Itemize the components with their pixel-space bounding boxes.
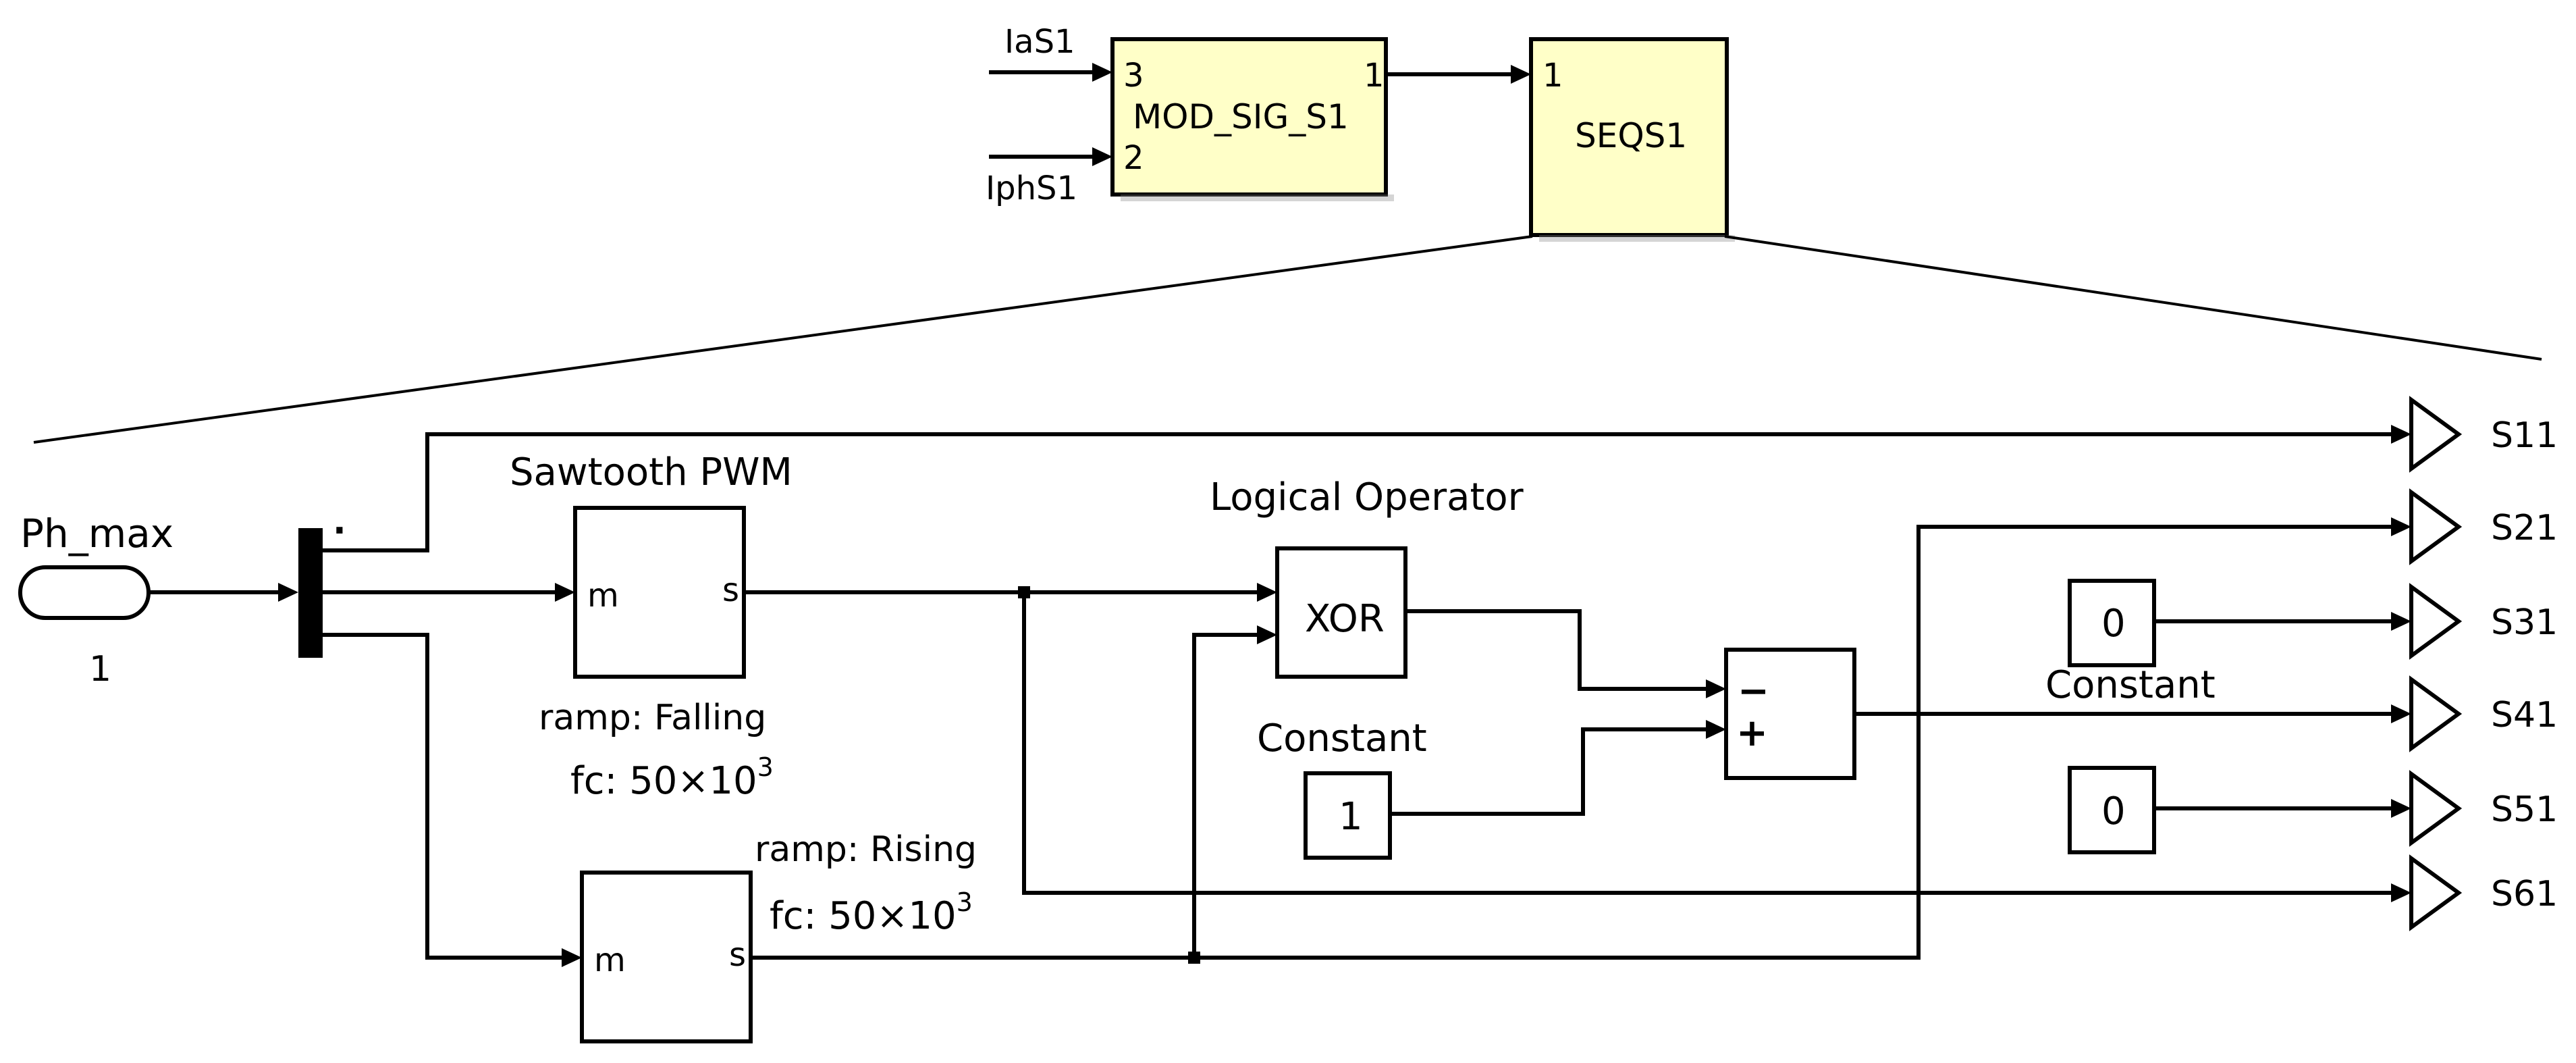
arrow-s51 bbox=[2391, 799, 2411, 818]
seqs1-shadow bbox=[1539, 235, 1735, 242]
wire-saw-bottom-to-xor bbox=[1192, 633, 1262, 958]
arrow-s11 bbox=[2391, 425, 2411, 444]
arrow-iphs1 bbox=[1092, 147, 1112, 166]
demux-bar[interactable] bbox=[298, 528, 323, 658]
saw-bottom-ramp: ramp: Rising bbox=[755, 829, 977, 870]
xor-title: Logical Operator bbox=[1210, 475, 1524, 519]
arrow-sum-minus bbox=[1706, 679, 1726, 698]
arrow-saw-bottom-in bbox=[562, 948, 582, 967]
const-s51-value: 0 bbox=[2101, 789, 2126, 833]
saw-top-port-s: s bbox=[722, 571, 739, 609]
outport-s31[interactable] bbox=[2409, 583, 2463, 660]
saw-bottom-fc-exp: 3 bbox=[957, 887, 973, 917]
saw-bottom-fc: fc: 50×103 bbox=[770, 887, 973, 938]
outport-s61[interactable] bbox=[2409, 854, 2463, 931]
saw-top-port-m: m bbox=[587, 577, 619, 615]
wire-s61 bbox=[1022, 592, 2396, 895]
arrow-s21 bbox=[2391, 517, 2411, 536]
wire-demux-to-saw-bottom bbox=[323, 633, 567, 960]
const-s31-value: 0 bbox=[2101, 602, 2126, 646]
arrow-xor-in2 bbox=[1257, 625, 1277, 644]
saw-bottom-block[interactable] bbox=[580, 871, 753, 1043]
outport-label-s51: S51 bbox=[2491, 789, 2558, 830]
mod-sig-block[interactable] bbox=[1110, 37, 1388, 197]
arrow-s41 bbox=[2391, 704, 2411, 723]
subsystem: Ph_max 1 . Sawtooth PWM m s ramp: Fallin… bbox=[18, 396, 2558, 1043]
const-s31-block[interactable] bbox=[2068, 579, 2156, 667]
const-s51-block[interactable] bbox=[2068, 766, 2156, 854]
saw-top-fc: fc: 50×103 bbox=[570, 752, 774, 803]
outport-label-s61: S61 bbox=[2491, 874, 2558, 914]
arrow-ph-to-demux bbox=[278, 583, 298, 602]
outport-s21[interactable] bbox=[2409, 488, 2463, 565]
seqs1-port-1: 1 bbox=[1542, 57, 1563, 95]
arrow-sum-plus bbox=[1706, 720, 1726, 739]
xor-block[interactable] bbox=[1275, 546, 1407, 679]
from-tag-index: 1 bbox=[89, 649, 111, 690]
saw-top-ramp: ramp: Falling bbox=[539, 698, 766, 738]
seqs1-name: SEQS1 bbox=[1575, 116, 1687, 155]
outport-label-s21: S21 bbox=[2491, 508, 2558, 548]
sum-minus-sign: − bbox=[1738, 669, 1769, 713]
saw-top-fc-exp: 3 bbox=[757, 752, 774, 782]
sum-plus-sign: + bbox=[1736, 711, 1768, 755]
arrow-xor-in1 bbox=[1257, 583, 1277, 602]
outport-label-s11: S11 bbox=[2491, 415, 2558, 456]
from-tag-name: Ph_max bbox=[20, 511, 173, 556]
outport-s11[interactable] bbox=[2409, 396, 2463, 473]
demux-dot: . bbox=[333, 502, 346, 542]
mod-sig-shadow bbox=[1121, 195, 1394, 201]
outport-s51[interactable] bbox=[2409, 770, 2463, 847]
seqs1-block[interactable] bbox=[1529, 37, 1729, 237]
wire-s11 bbox=[323, 432, 2396, 552]
const-one-title: Constant bbox=[1257, 717, 1427, 760]
arrow-s61 bbox=[2391, 883, 2411, 902]
arrow-saw-top-in bbox=[555, 583, 575, 602]
mod-port-3: 3 bbox=[1123, 57, 1144, 95]
expand-line-left bbox=[33, 235, 1533, 444]
xor-label: XOR bbox=[1305, 597, 1385, 641]
top-level: IaS1 IphS1 3 2 1 MOD_SIG_S1 1 SEQS1 bbox=[33, 23, 2542, 444]
const-s51-title: Constant bbox=[2045, 663, 2216, 707]
outport-s41[interactable] bbox=[2409, 675, 2463, 752]
wire-const-to-sum bbox=[1390, 727, 1711, 816]
mod-port-1: 1 bbox=[1364, 57, 1385, 95]
arrow-mod-to-seq bbox=[1511, 65, 1531, 84]
arrow-s31 bbox=[2391, 612, 2411, 631]
outport-label-s41: S41 bbox=[2491, 695, 2558, 735]
mod-port-2: 2 bbox=[1123, 139, 1144, 177]
mod-block-name: MOD_SIG_S1 bbox=[1133, 97, 1349, 136]
input-label-ias1: IaS1 bbox=[1004, 23, 1075, 61]
saw-top-title: Sawtooth PWM bbox=[510, 450, 793, 494]
outport-label-s31: S31 bbox=[2491, 602, 2558, 643]
arrow-ias1 bbox=[1092, 63, 1112, 82]
const-one-value: 1 bbox=[1339, 795, 1363, 839]
saw-bottom-fc-prefix: fc: 50×10 bbox=[770, 894, 957, 938]
wire-saw-bottom-to-s21 bbox=[751, 525, 2396, 960]
input-label-iphs1: IphS1 bbox=[986, 170, 1077, 207]
from-tag-ph-max[interactable] bbox=[18, 565, 151, 620]
saw-top-fc-prefix: fc: 50×10 bbox=[570, 759, 757, 803]
wire-xor-to-sum bbox=[1405, 609, 1711, 691]
saw-bottom-port-s: s bbox=[729, 936, 746, 974]
saw-bottom-port-m: m bbox=[594, 941, 626, 979]
expand-line-right bbox=[1724, 235, 2542, 361]
